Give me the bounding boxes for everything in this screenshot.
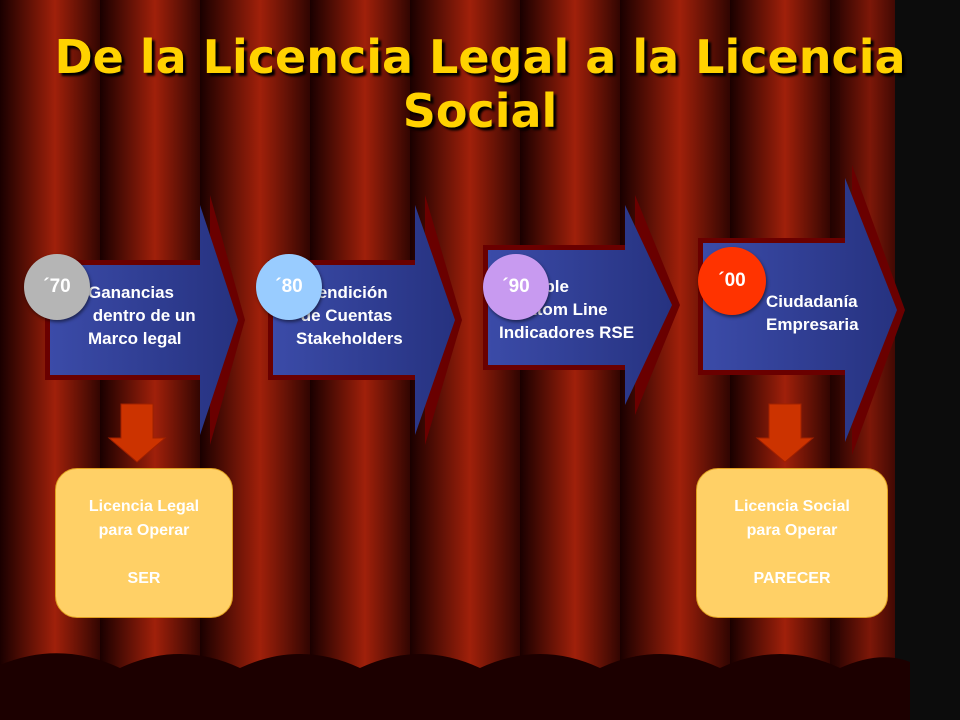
down-arrow-left [107,403,167,463]
era-badge-80: ´80 [256,254,322,320]
license-social-line1: Licencia Social [734,498,850,515]
license-social-line2: para Operar [746,522,838,539]
stage-4-text: Ciudadanía Empresaria [766,292,859,334]
license-legal-box: Licencia Legal para Operar SER [55,468,233,618]
license-legal-line1: Licencia Legal [88,498,200,515]
stage-arrow-3 [483,195,680,415]
license-legal-line3: SER [127,570,161,587]
stage-arrow-1 [45,195,245,445]
license-legal-line2: para Operar [98,522,190,539]
stage-1-text: Ganancias dentro de un Marco legal [88,283,196,348]
stage-arrow-2 [268,195,462,445]
license-social-line3: PARECER [753,570,831,587]
down-arrow-right [755,403,815,463]
era-badge-00: ´00 [698,247,766,315]
license-social-box: Licencia Social para Operar PARECER [696,468,888,618]
era-badge-70: ´70 [24,254,90,320]
page-title: De la Licencia Legal a la Licencia Socia… [54,30,906,138]
stage-arrow-4 [698,165,905,455]
stage-2-text: Rendición de Cuentas Stakeholders [296,283,403,348]
era-badge-90: ´90 [483,254,549,320]
